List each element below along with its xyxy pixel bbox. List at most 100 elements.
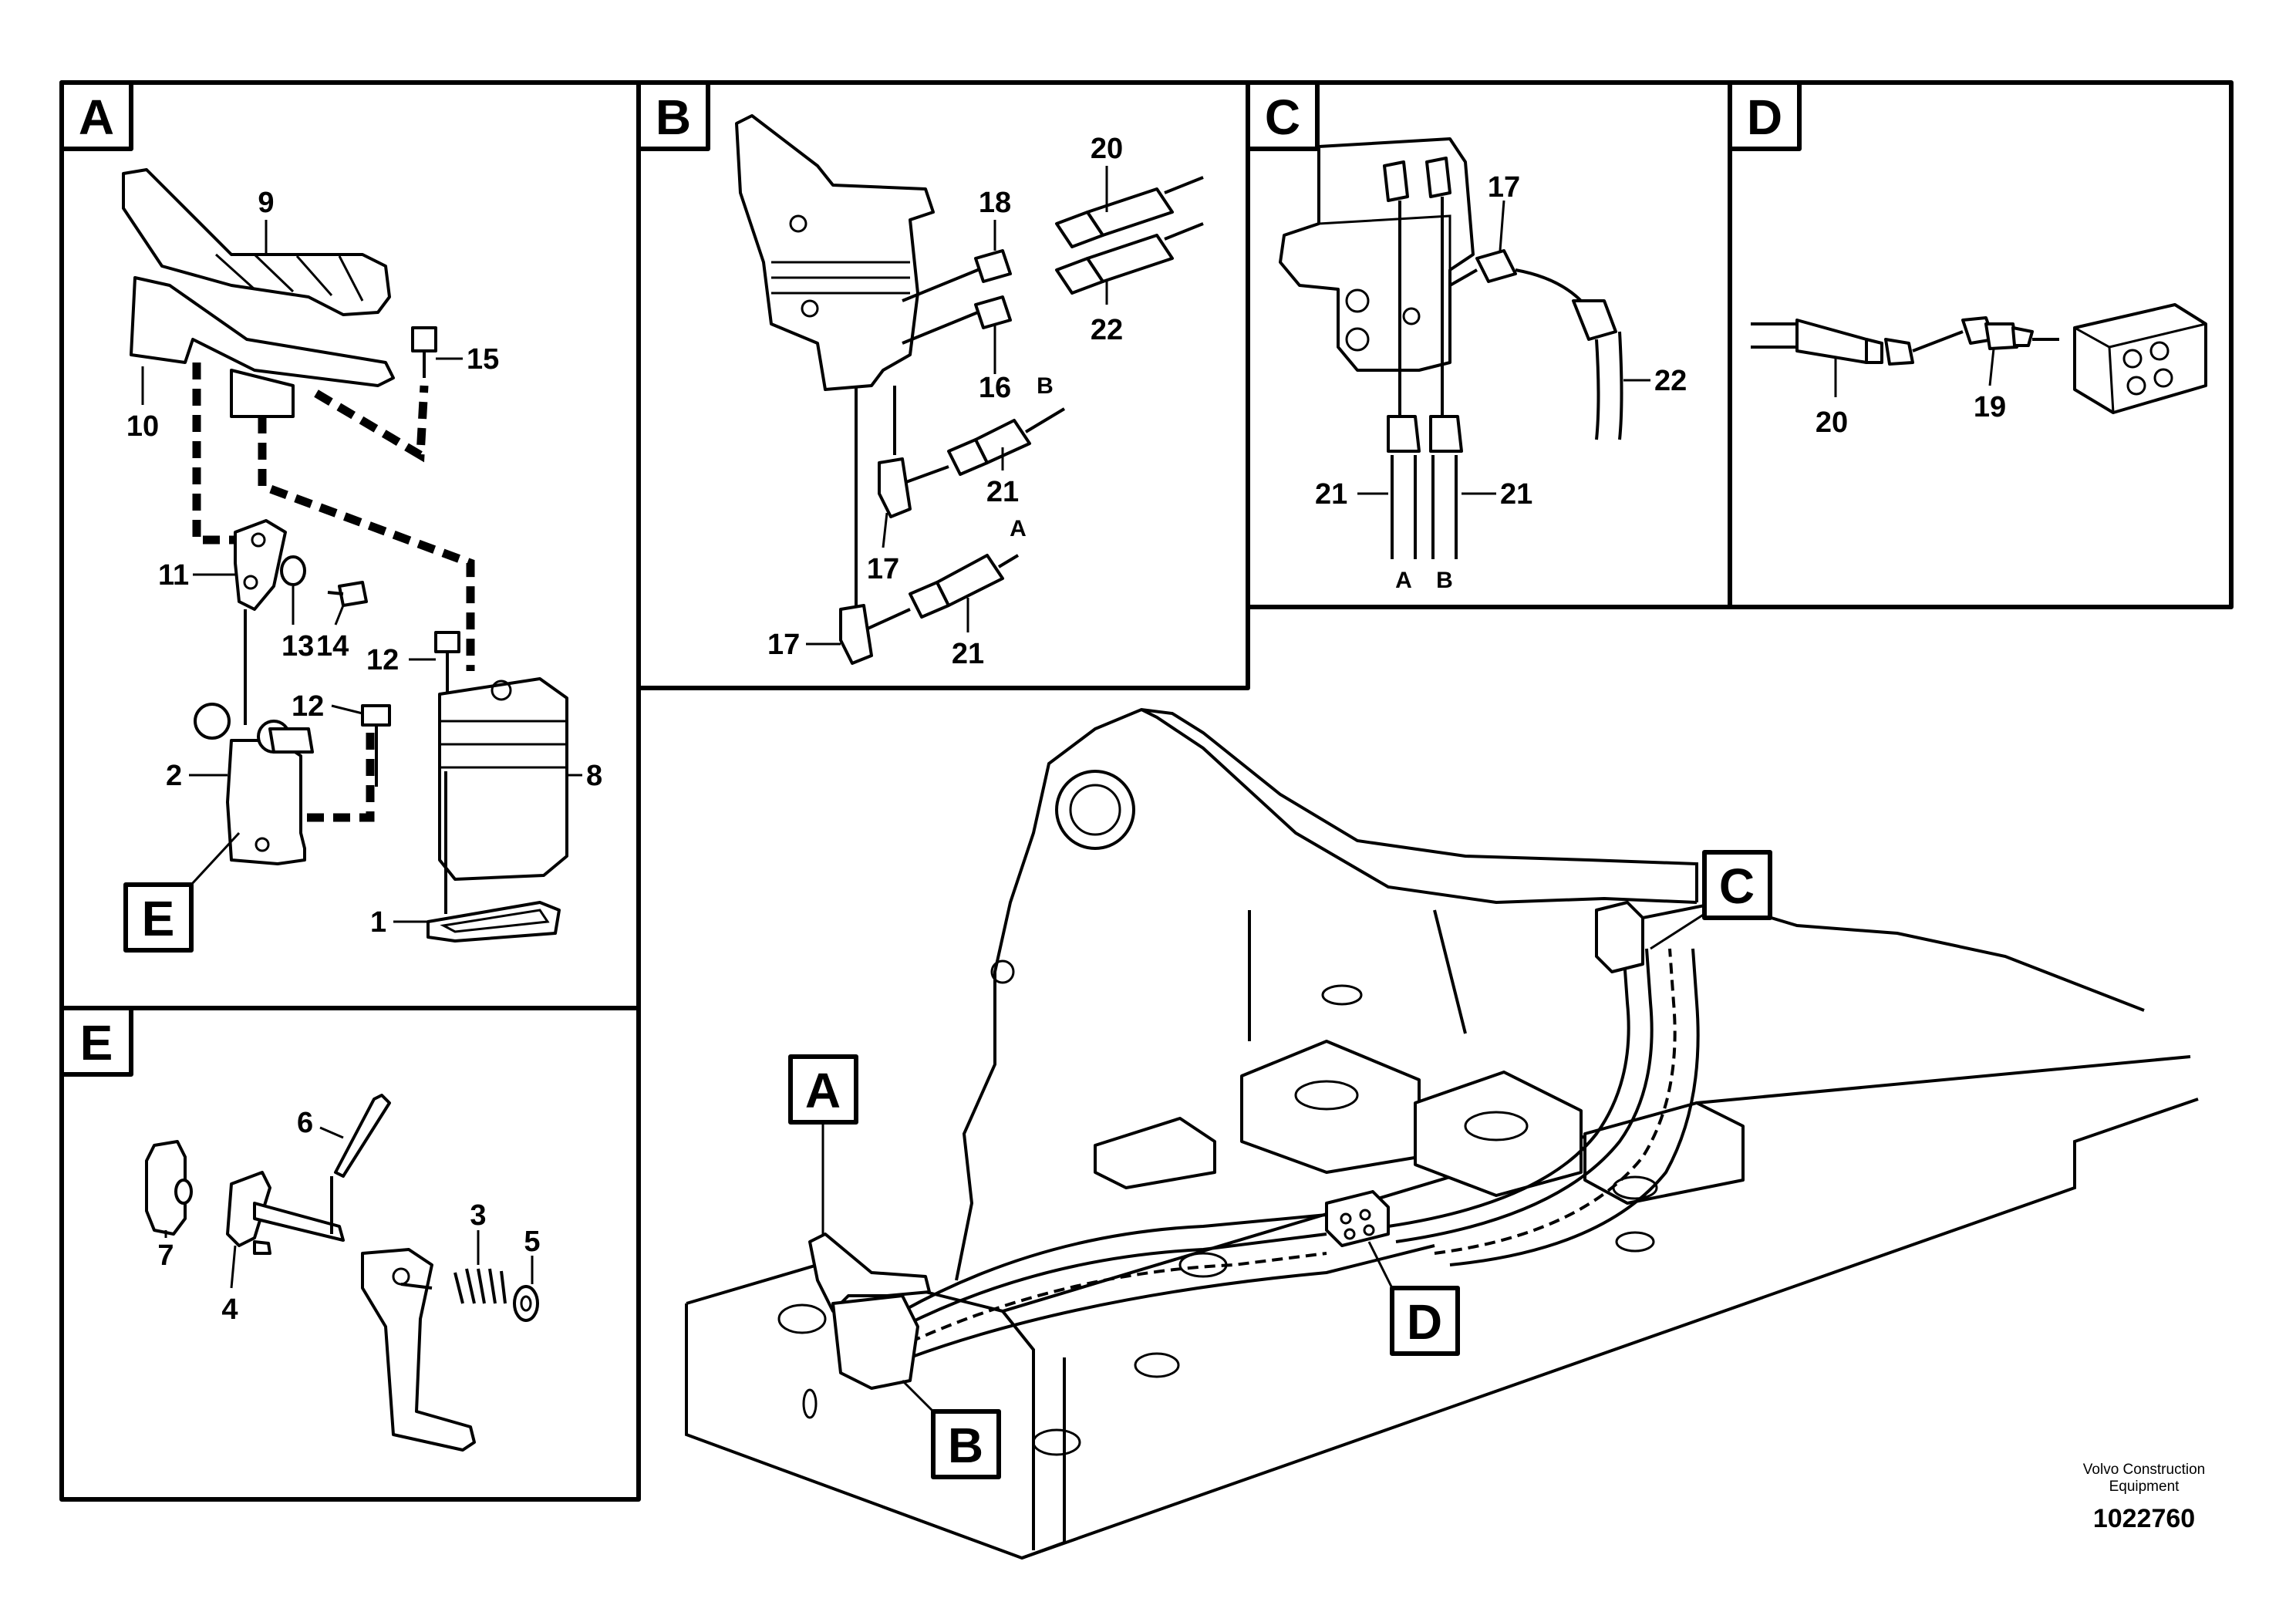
fitting-16-icon xyxy=(974,295,1012,329)
valve-block-icon xyxy=(1279,137,1475,372)
label-20: 20 xyxy=(1091,133,1123,165)
label-21c1: 21 xyxy=(1315,478,1347,511)
label-12a: 12 xyxy=(366,644,399,676)
panel-e-drawing: 6 3 5 7 4 xyxy=(145,1094,541,1452)
label-16: 16 xyxy=(979,372,1011,404)
elbow-17c-icon xyxy=(1475,249,1517,283)
bracket-icon xyxy=(130,276,395,387)
callout-d-label: D xyxy=(1407,1294,1442,1350)
panel-e-frame xyxy=(59,1006,641,1502)
label-b-port: B xyxy=(1037,373,1054,399)
spring-icon xyxy=(453,1268,507,1304)
panel-e-tab xyxy=(59,1006,133,1077)
label-15: 15 xyxy=(467,343,499,376)
callout-c-box xyxy=(1702,850,1772,920)
lock-icon xyxy=(226,739,306,865)
screw-14-icon xyxy=(338,581,368,607)
label-c-port-a: A xyxy=(1395,568,1412,593)
frame-outline xyxy=(685,1098,2199,1560)
screw-15-icon xyxy=(411,326,437,352)
fitting-18-icon xyxy=(974,249,1012,283)
bolt-12b-icon xyxy=(361,704,391,727)
label-12b: 12 xyxy=(292,690,324,723)
boom-mount xyxy=(955,707,1698,1281)
panel-tabs: A B C D E xyxy=(59,80,1802,1077)
hose-22c-icon xyxy=(1572,299,1617,341)
panel-a-label: A xyxy=(79,89,114,145)
callout-a-label: A xyxy=(805,1063,841,1118)
panel-b-tab xyxy=(636,80,710,151)
label-14: 14 xyxy=(316,630,349,663)
callout-a-box xyxy=(788,1054,858,1125)
label-20d: 20 xyxy=(1816,406,1848,439)
label-11: 11 xyxy=(158,559,189,592)
label-17a: 17 xyxy=(867,553,899,585)
guide-line xyxy=(192,363,235,545)
panel-e-label: E xyxy=(80,1015,113,1071)
label-18: 18 xyxy=(979,187,1011,219)
main-block-d xyxy=(1325,1190,1390,1247)
drawing-number: 1022760 xyxy=(2092,1504,2196,1533)
hose-20d-icon xyxy=(1795,319,1868,364)
hose-21c-icon xyxy=(1387,415,1421,453)
label-21b: 21 xyxy=(952,638,984,670)
elbow-17a-icon xyxy=(878,457,912,518)
rod-icon xyxy=(334,1094,391,1178)
callout-b-label: B xyxy=(948,1418,983,1473)
panel-a-tab xyxy=(59,80,133,151)
panel-d-tab xyxy=(1728,80,1802,151)
label-6: 6 xyxy=(297,1107,313,1139)
label-22c: 22 xyxy=(1654,365,1687,397)
lock-body-icon xyxy=(361,1248,476,1452)
label-3: 3 xyxy=(470,1199,486,1232)
hose-routing xyxy=(902,1213,1327,1313)
bolt-12a-icon xyxy=(434,631,460,653)
guide-line xyxy=(258,416,475,671)
pedal-icon xyxy=(122,168,391,316)
elbow-17b-icon xyxy=(839,604,873,665)
shaft-icon xyxy=(226,1171,271,1247)
knob-icon xyxy=(145,1140,187,1236)
credit-line-2: Equipment xyxy=(2109,1479,2180,1495)
main-view-drawing: A B C D xyxy=(685,707,2199,1560)
label-9: 9 xyxy=(258,187,274,219)
label-a-port: A xyxy=(1010,516,1027,541)
panel-d-drawing: 20 19 xyxy=(1751,303,2207,439)
label-4: 4 xyxy=(221,1293,238,1326)
label-22: 22 xyxy=(1091,314,1123,346)
panel-a-drawing: E 9 15 10 11 13 14 12 12 2 8 1 xyxy=(122,168,602,953)
label-c-port-b: B xyxy=(1436,568,1453,593)
label-1: 1 xyxy=(370,906,386,939)
panel-d-label: D xyxy=(1747,89,1782,145)
label-8: 8 xyxy=(586,760,602,792)
credit-text: Volvo Construction Equipment xyxy=(2052,1462,2237,1496)
washer-icon xyxy=(280,555,306,586)
label-5: 5 xyxy=(524,1226,540,1258)
label-19: 19 xyxy=(1974,391,2006,423)
label-21c2: 21 xyxy=(1500,478,1532,511)
panel-c-tab xyxy=(1246,80,1320,151)
panel-b-label: B xyxy=(656,89,691,145)
washer-5-icon xyxy=(513,1285,539,1322)
callout-e-box xyxy=(123,882,194,953)
credit-line-1: Volvo Construction xyxy=(2082,1462,2206,1478)
panel-frames xyxy=(59,80,2234,1502)
label-21a: 21 xyxy=(986,476,1019,508)
callout-d-box xyxy=(1390,1286,1460,1356)
label-17c: 17 xyxy=(1488,171,1520,204)
pilot-valve-icon xyxy=(735,114,935,391)
panel-c-drawing: 17 22 21 21 A B xyxy=(1279,137,1687,593)
main-valve-c xyxy=(1595,901,1644,973)
callout-c-label: C xyxy=(1719,858,1755,914)
panel-c-label: C xyxy=(1265,89,1300,145)
guide-line xyxy=(314,385,429,463)
label-7: 7 xyxy=(157,1239,174,1272)
panel-d-frame xyxy=(1728,80,2234,609)
label-17b: 17 xyxy=(767,629,800,661)
panel-b-drawing: 20 18 22 16 B 21 17 A 21 17 xyxy=(735,114,1204,670)
valve-icon xyxy=(438,677,568,881)
main-pedal xyxy=(808,1233,931,1313)
label-10: 10 xyxy=(126,410,159,443)
label-2: 2 xyxy=(166,760,182,792)
